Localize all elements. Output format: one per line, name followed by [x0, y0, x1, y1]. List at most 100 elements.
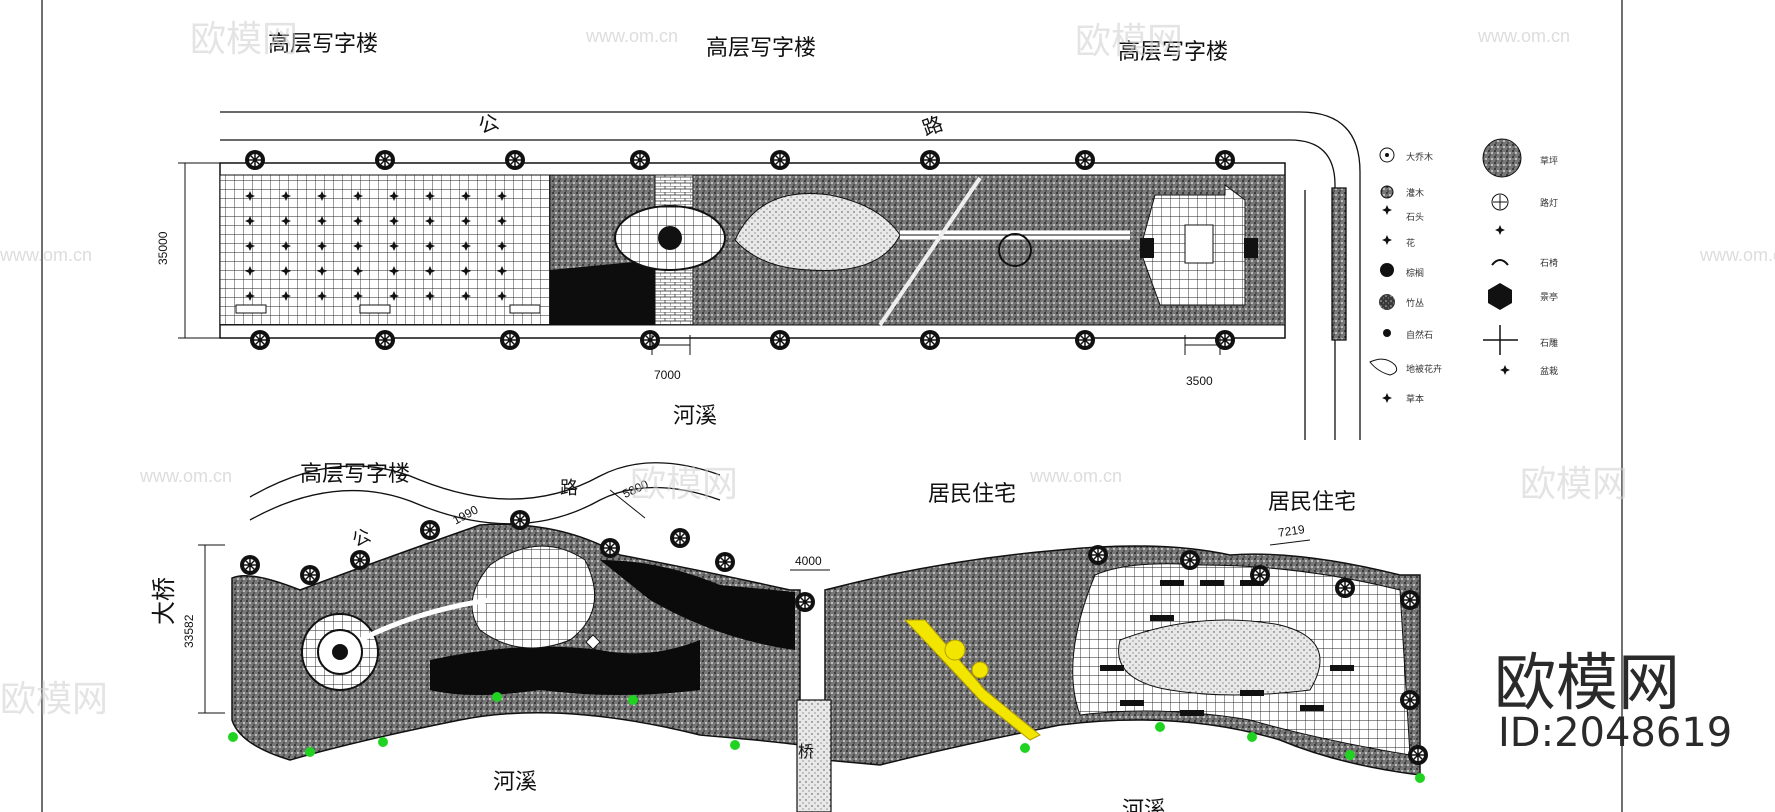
model-id: ID:2048619 — [1498, 710, 1733, 756]
lamp-dot — [1415, 773, 1425, 783]
top-building-label-3: 高层写字楼 — [1118, 40, 1229, 65]
street-tree — [244, 149, 266, 171]
big-bridge-label: 大桥 — [150, 577, 178, 625]
street-tree — [374, 329, 396, 351]
legend-label: 盆栽 — [1540, 367, 1559, 377]
top-dimensions — [178, 162, 1221, 355]
street-tree — [919, 149, 941, 171]
legend-label: 棕榈 — [1406, 269, 1425, 279]
bottom-dim-height: 33582 — [182, 614, 196, 648]
watermark-url: www.om.cn — [1030, 466, 1123, 486]
legend-label: 地被花卉 — [1406, 365, 1443, 375]
street-tree — [374, 149, 396, 171]
residential-label-2: 居民住宅 — [1268, 490, 1357, 515]
bottom-river-label-2: 河溪 — [1122, 798, 1167, 812]
legend-label: 石头 — [1406, 213, 1425, 223]
legend-label: 草本 — [1406, 395, 1425, 405]
watermark-logo: 欧模网 — [630, 463, 739, 504]
legend-label: 灌木 — [1406, 189, 1425, 199]
bottom-dim-4000: 4000 — [795, 554, 822, 568]
watermark-logo: 欧模网 — [1075, 20, 1184, 61]
bottom-river-label-1: 河溪 — [493, 770, 538, 795]
lamp-dot — [628, 695, 638, 705]
top-river-label: 河溪 — [673, 404, 718, 429]
bottom-road-label-mid: 路 — [560, 478, 578, 499]
drawing-frame — [41, 0, 1623, 812]
legend-label: 景亭 — [1540, 293, 1559, 303]
top-dim-height: 35000 — [156, 231, 170, 265]
tree — [1407, 744, 1429, 766]
tree — [599, 537, 621, 559]
bottom-dimensions — [198, 489, 1311, 714]
tree — [1179, 549, 1201, 571]
lamp-dot — [730, 740, 740, 750]
legend-symbols — [1369, 138, 1522, 403]
watermark-url: www.om.cn — [586, 26, 679, 46]
bottom-site-left — [231, 523, 801, 761]
top-road — [220, 111, 1361, 440]
legend-label: 花 — [1406, 239, 1416, 249]
tree — [1249, 564, 1271, 586]
lamp-dot — [1155, 722, 1165, 732]
top-dim-7000: 7000 — [654, 368, 681, 382]
lamp-dot — [1247, 732, 1257, 742]
small-bridge — [796, 699, 832, 812]
residential-label-1: 居民住宅 — [928, 482, 1017, 507]
bottom-building-label: 高层写字楼 — [300, 462, 411, 487]
street-tree — [1074, 149, 1096, 171]
lamp-dot — [492, 692, 502, 702]
street-tree — [1214, 149, 1236, 171]
street-tree — [769, 329, 791, 351]
street-tree — [249, 329, 271, 351]
tree — [509, 509, 531, 531]
watermark-url: www.om.cn — [0, 245, 93, 265]
tree — [794, 591, 816, 613]
tree — [1334, 577, 1356, 599]
street-tree — [499, 329, 521, 351]
small-bridge-label: 桥 — [798, 742, 815, 761]
lamp-dot — [1020, 743, 1030, 753]
lamp-dot — [305, 747, 315, 757]
top-dim-3500: 3500 — [1186, 374, 1213, 388]
legend-label: 竹丛 — [1406, 299, 1425, 309]
top-site — [219, 162, 1286, 339]
watermark-url: www.om.cn — [140, 466, 233, 486]
watermark-logo: 欧模网 — [1520, 463, 1629, 504]
legend-label: 石椅 — [1540, 259, 1559, 269]
lamp-dot — [228, 732, 238, 742]
legend-label: 大乔木 — [1406, 153, 1434, 163]
street-tree — [629, 149, 651, 171]
tree — [1399, 689, 1421, 711]
watermark-url: www.om.cn — [1478, 26, 1571, 46]
tree — [669, 527, 691, 549]
street-tree — [639, 329, 661, 351]
watermark-logo: 欧模网 — [190, 18, 299, 59]
tree — [349, 549, 371, 571]
street-tree — [504, 149, 526, 171]
tree — [239, 554, 261, 576]
street-tree — [919, 329, 941, 351]
legend-label: 自然石 — [1406, 331, 1434, 341]
street-tree — [1214, 329, 1236, 351]
tree — [299, 564, 321, 586]
lamp-dot — [378, 737, 388, 747]
street-tree — [769, 149, 791, 171]
watermark-logo: 欧模网 — [0, 678, 109, 719]
brand-logo-text: 欧模网 — [1494, 646, 1681, 719]
legend-label: 路灯 — [1540, 199, 1559, 209]
tree — [714, 551, 736, 573]
tree — [419, 519, 441, 541]
watermark-url: www.om.cn — [1700, 245, 1775, 265]
tree — [1087, 544, 1109, 566]
top-building-label-2: 高层写字楼 — [706, 36, 817, 61]
top-building-label-1: 高层写字楼 — [268, 32, 379, 57]
green-lamps — [228, 692, 1425, 783]
legend-label: 石雕 — [1540, 339, 1559, 349]
lamp-dot — [1345, 750, 1355, 760]
legend-label: 草坪 — [1540, 157, 1559, 167]
bottom-site-right — [824, 545, 1421, 776]
tree — [1399, 589, 1421, 611]
street-tree — [1074, 329, 1096, 351]
